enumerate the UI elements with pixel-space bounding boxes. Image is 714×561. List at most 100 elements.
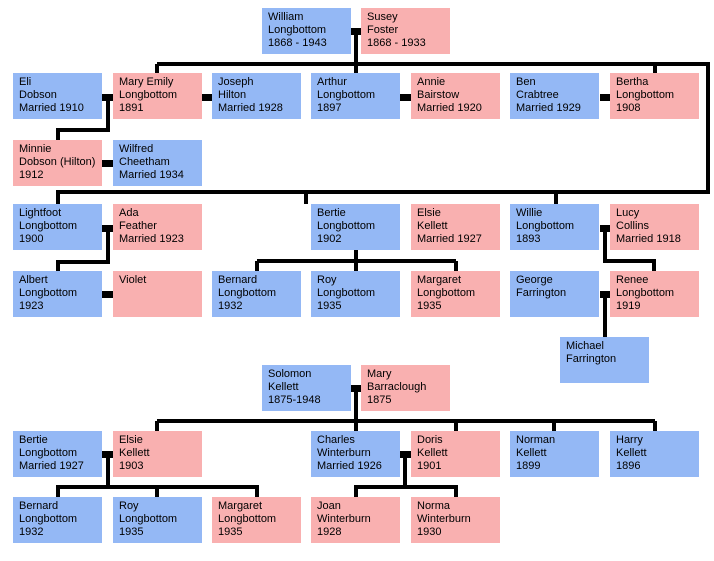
person-text-line: Longbottom xyxy=(616,89,675,101)
person-text-line: 1935 xyxy=(218,526,243,538)
person-text-line: 1902 xyxy=(317,233,342,245)
person-text-line: Married 1928 xyxy=(218,102,283,114)
person-text-line: Longbottom xyxy=(317,287,376,299)
person-text-line: Dobson (Hilton) xyxy=(19,156,96,168)
person-text-line: 1932 xyxy=(19,526,44,538)
person-text-line: 1900 xyxy=(19,233,44,245)
person-text-line: Mary Emily xyxy=(119,76,174,88)
marriage-connector xyxy=(600,94,610,101)
person-text-line: Longbottom xyxy=(19,447,78,459)
person-text-line: Longbottom xyxy=(218,513,277,525)
person-text-line: Roy xyxy=(317,274,337,286)
marriage-connector xyxy=(102,160,113,167)
person-text-line: Violet xyxy=(119,274,147,286)
person-text-line: Married 1920 xyxy=(417,102,482,114)
person-text-line: 1932 xyxy=(218,300,243,312)
person-text-line: Mary xyxy=(367,368,392,380)
person-text-line: Married 1910 xyxy=(19,102,84,114)
person-text-line: Longbottom xyxy=(317,220,376,232)
person-text-line: Longbottom xyxy=(19,513,78,525)
person-text-line: Longbottom xyxy=(119,513,178,525)
person-text-line: 1923 xyxy=(19,300,44,312)
person-box: Violet xyxy=(113,271,202,317)
person-text-line: Ada xyxy=(119,207,139,219)
person-text-line: Married 1918 xyxy=(616,233,681,245)
person-text-line: Married 1934 xyxy=(119,169,184,181)
person-text-line: 1928 xyxy=(317,526,342,538)
person-text-line: Annie xyxy=(417,76,446,88)
person-text-line: Kellett xyxy=(119,447,150,459)
person-text-line: Charles xyxy=(317,434,355,446)
marriage-connector xyxy=(102,291,113,298)
person-text-line: Feather xyxy=(119,220,157,232)
person-text-line: Bairstow xyxy=(417,89,460,101)
person-text-line: Hilton xyxy=(218,89,247,101)
person-text-line: Longbottom xyxy=(19,287,78,299)
marriage-connector xyxy=(202,94,212,101)
person-text-line: Married 1926 xyxy=(317,460,382,472)
person-text-line: George xyxy=(516,274,553,286)
person-text-line: Norma xyxy=(417,500,451,512)
person-text-line: Bernard xyxy=(218,274,258,286)
person-text-line: Foster xyxy=(367,24,399,36)
person-text-line: Bertha xyxy=(616,76,649,88)
person-text-line: Joan xyxy=(317,500,341,512)
person-text-line: Longbottom xyxy=(119,89,178,101)
person-text-line: Lightfoot xyxy=(19,207,62,219)
person-text-line: Farrington xyxy=(516,287,567,299)
person-text-line: Longbottom xyxy=(19,220,78,232)
person-text-line: 1935 xyxy=(119,526,144,538)
person-text-line: 1899 xyxy=(516,460,541,472)
person-text-line: 1908 xyxy=(616,102,641,114)
person-text-line: Dobson xyxy=(19,89,57,101)
person-text-line: 1919 xyxy=(616,300,641,312)
person-text-line: Norman xyxy=(516,434,556,446)
person-text-line: Bernard xyxy=(19,500,59,512)
person-text-line: 1891 xyxy=(119,102,144,114)
person-text-line: 1912 xyxy=(19,169,44,181)
person-text-line: 1935 xyxy=(317,300,342,312)
person-text-line: 1901 xyxy=(417,460,442,472)
person-text-line: Crabtree xyxy=(516,89,559,101)
person-text-line: Susey xyxy=(367,11,398,23)
person-text-line: Barraclough xyxy=(367,381,427,393)
person-text-line: 1868 - 1933 xyxy=(367,37,426,49)
person-text-line: Harry xyxy=(616,434,643,446)
person-text-line: Farrington xyxy=(566,353,617,365)
person-text-line: 1893 xyxy=(516,233,541,245)
person-text-line: 1875 xyxy=(367,394,392,406)
person-text-line: Michael xyxy=(566,340,604,352)
person-text-line: Cheetham xyxy=(119,156,170,168)
person-text-line: Winterburn xyxy=(417,513,471,525)
person-text-line: 1897 xyxy=(317,102,342,114)
person-text-line: Longbottom xyxy=(516,220,575,232)
person-text-line: Wilfred xyxy=(119,143,154,155)
person-text-line: Albert xyxy=(19,274,48,286)
person-text-line: Ben xyxy=(516,76,536,88)
person-text-line: Longbottom xyxy=(268,24,327,36)
